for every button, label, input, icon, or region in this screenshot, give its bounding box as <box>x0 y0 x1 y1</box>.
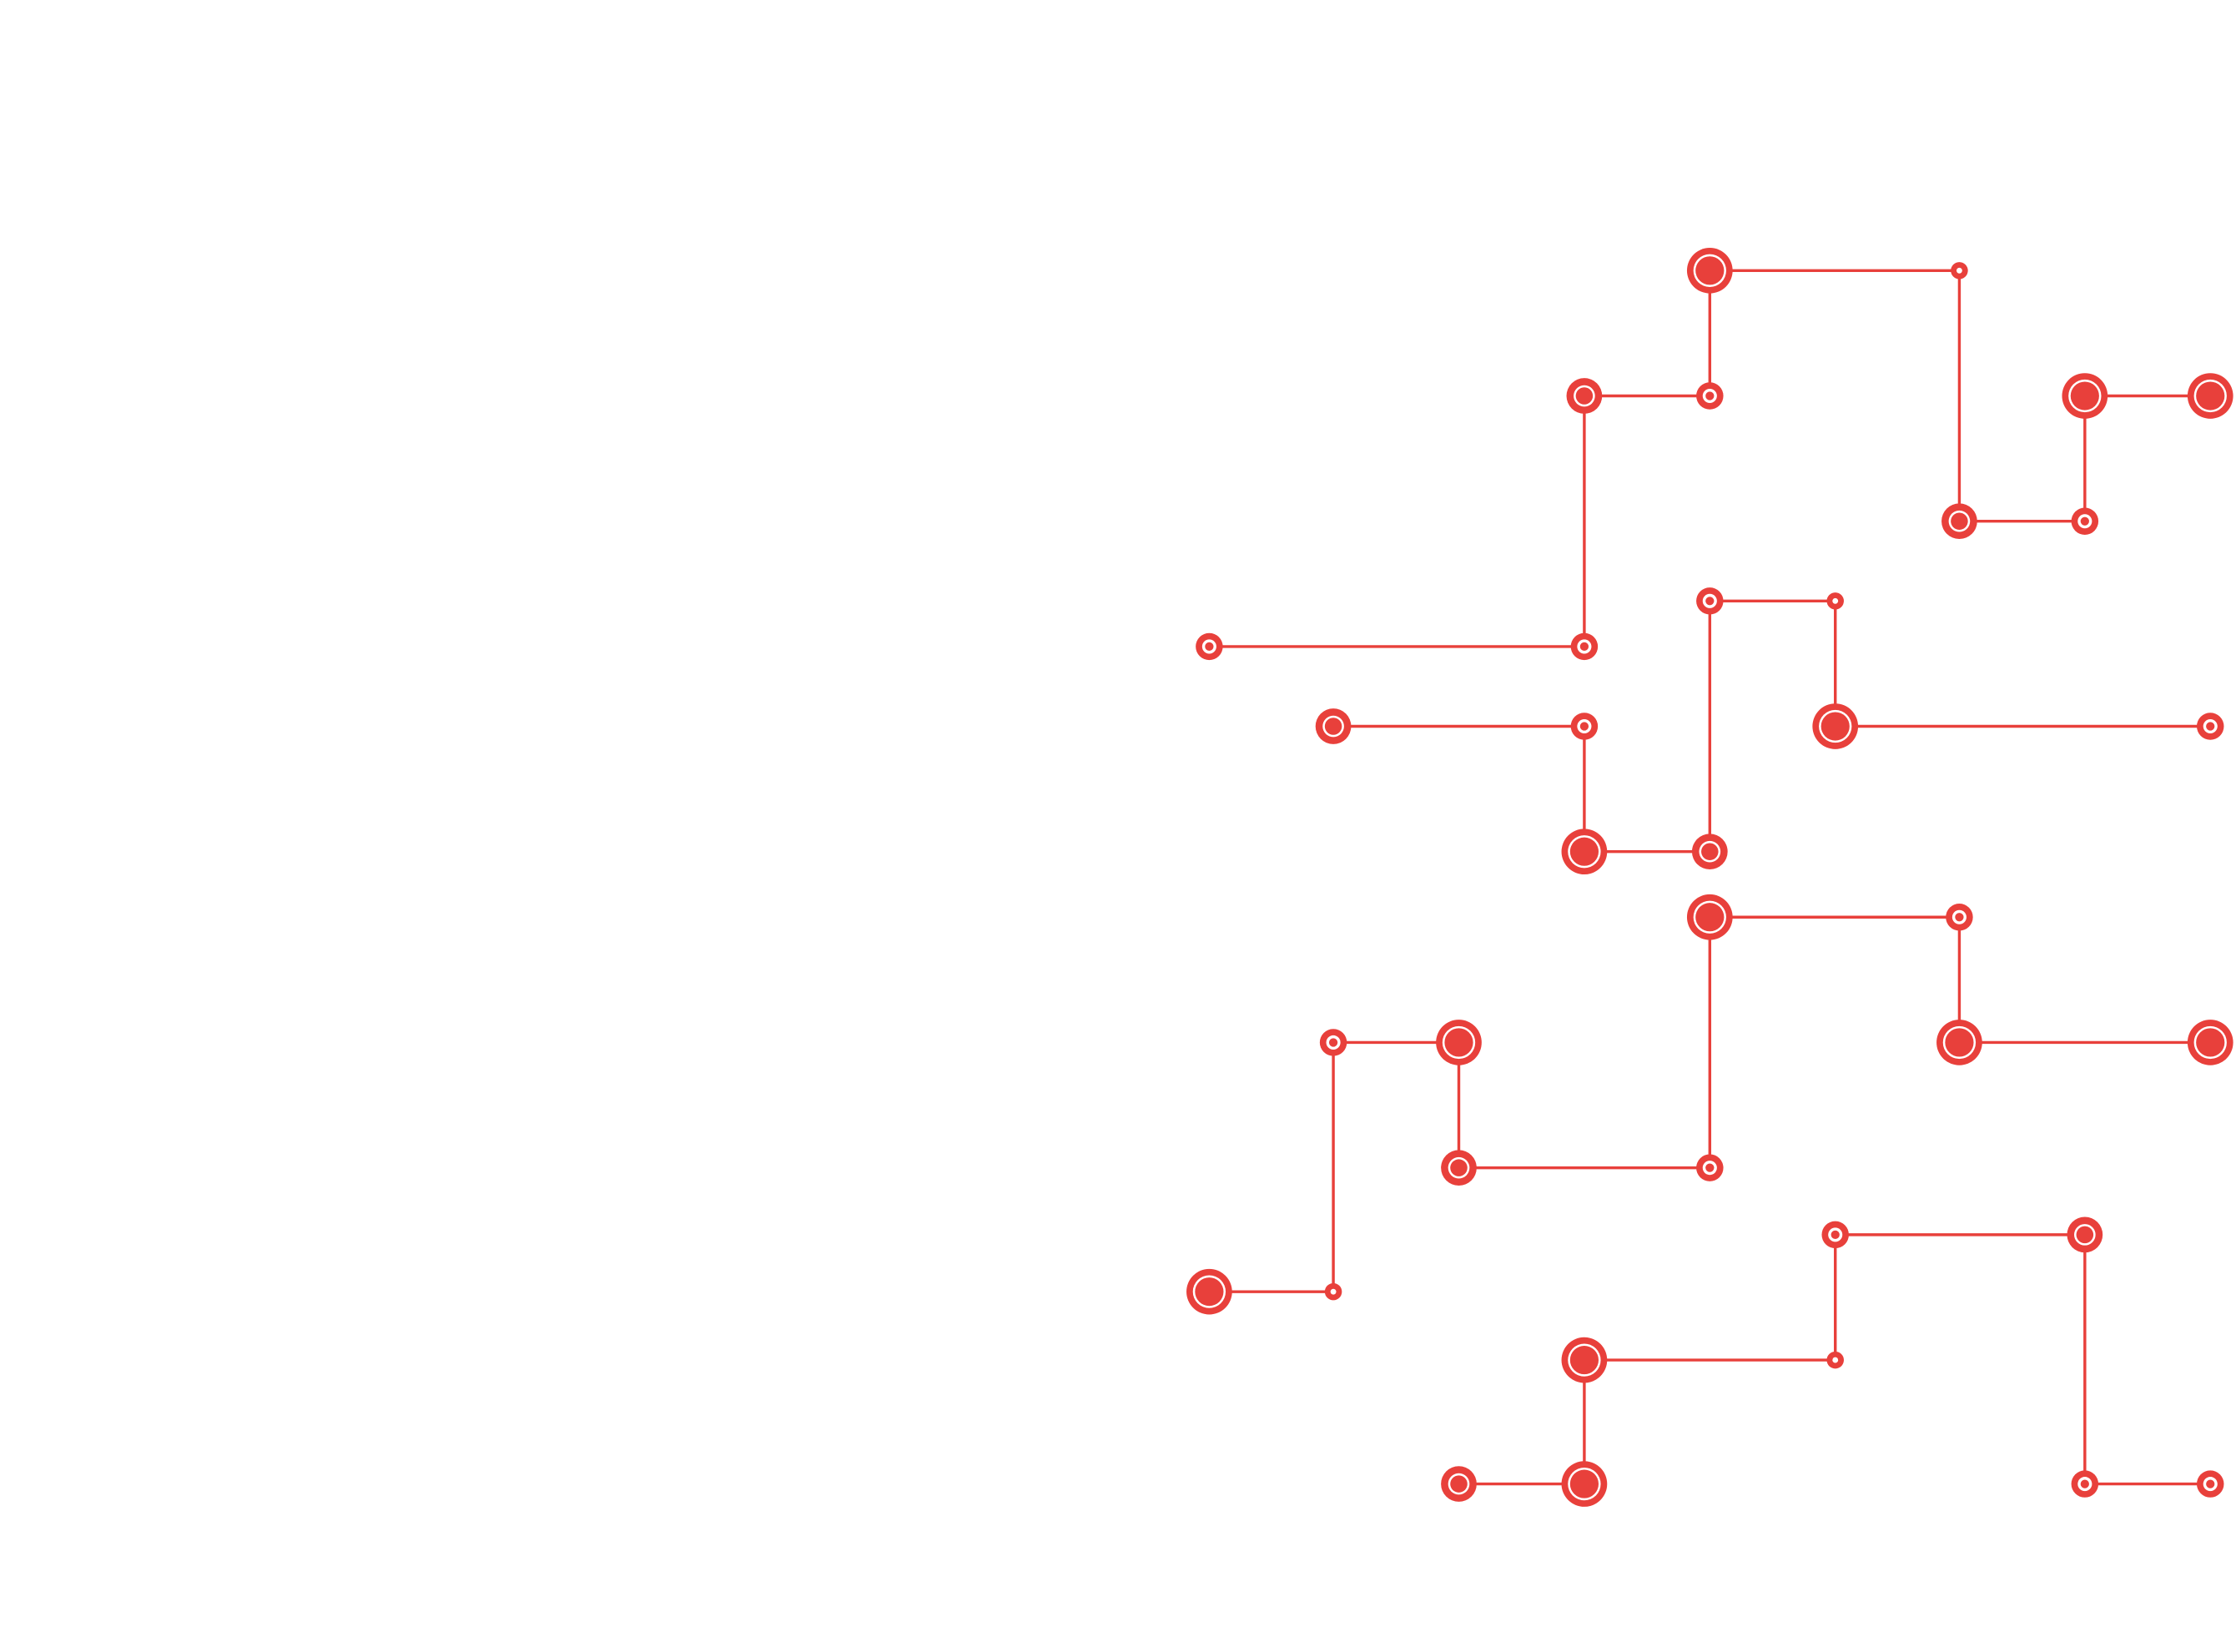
circuit-node <box>1696 1154 1724 1181</box>
circuit-node <box>2196 713 2224 740</box>
circuit-node <box>1196 632 1223 661</box>
circuit-node <box>2196 1470 2224 1498</box>
circuit-node <box>1946 904 1973 931</box>
circuit-node <box>1941 503 1977 540</box>
circuit-node <box>2187 1020 2233 1065</box>
circuit-node <box>1561 829 1608 875</box>
circuit-node <box>1315 708 1352 744</box>
circuit-node <box>2062 373 2108 419</box>
circuit-node <box>1436 1020 1482 1065</box>
circuit-node <box>1441 1466 1477 1502</box>
circuit-node <box>1441 1150 1477 1186</box>
circuit-node <box>1691 834 1728 870</box>
circuit-node <box>1936 1020 1982 1065</box>
circuit-node <box>2071 1470 2099 1498</box>
circuit-node <box>1826 592 1844 610</box>
circuit-node <box>1686 894 1733 940</box>
circuit-node <box>1561 1461 1608 1507</box>
circuit-node <box>1696 587 1724 615</box>
circuit-nodes <box>1186 248 2233 1507</box>
circuit-node <box>1186 1268 1232 1315</box>
circuit-node <box>1570 632 1599 661</box>
circuit-node <box>2071 507 2099 535</box>
circuit-node <box>1696 382 1724 410</box>
circuit-node <box>1324 1282 1342 1301</box>
circuit-node <box>1561 1337 1608 1383</box>
circuit-node <box>2187 373 2233 419</box>
circuit-node <box>1826 1351 1844 1369</box>
circuit-node <box>1821 1221 1849 1249</box>
circuit-node <box>1566 378 1603 414</box>
circuit-node <box>1319 1029 1347 1056</box>
circuit-node <box>1812 703 1859 749</box>
circuit-node <box>2067 1216 2103 1253</box>
circuit-node <box>1570 713 1599 740</box>
circuit-node <box>1951 262 1968 280</box>
circuit-node <box>1686 248 1733 294</box>
